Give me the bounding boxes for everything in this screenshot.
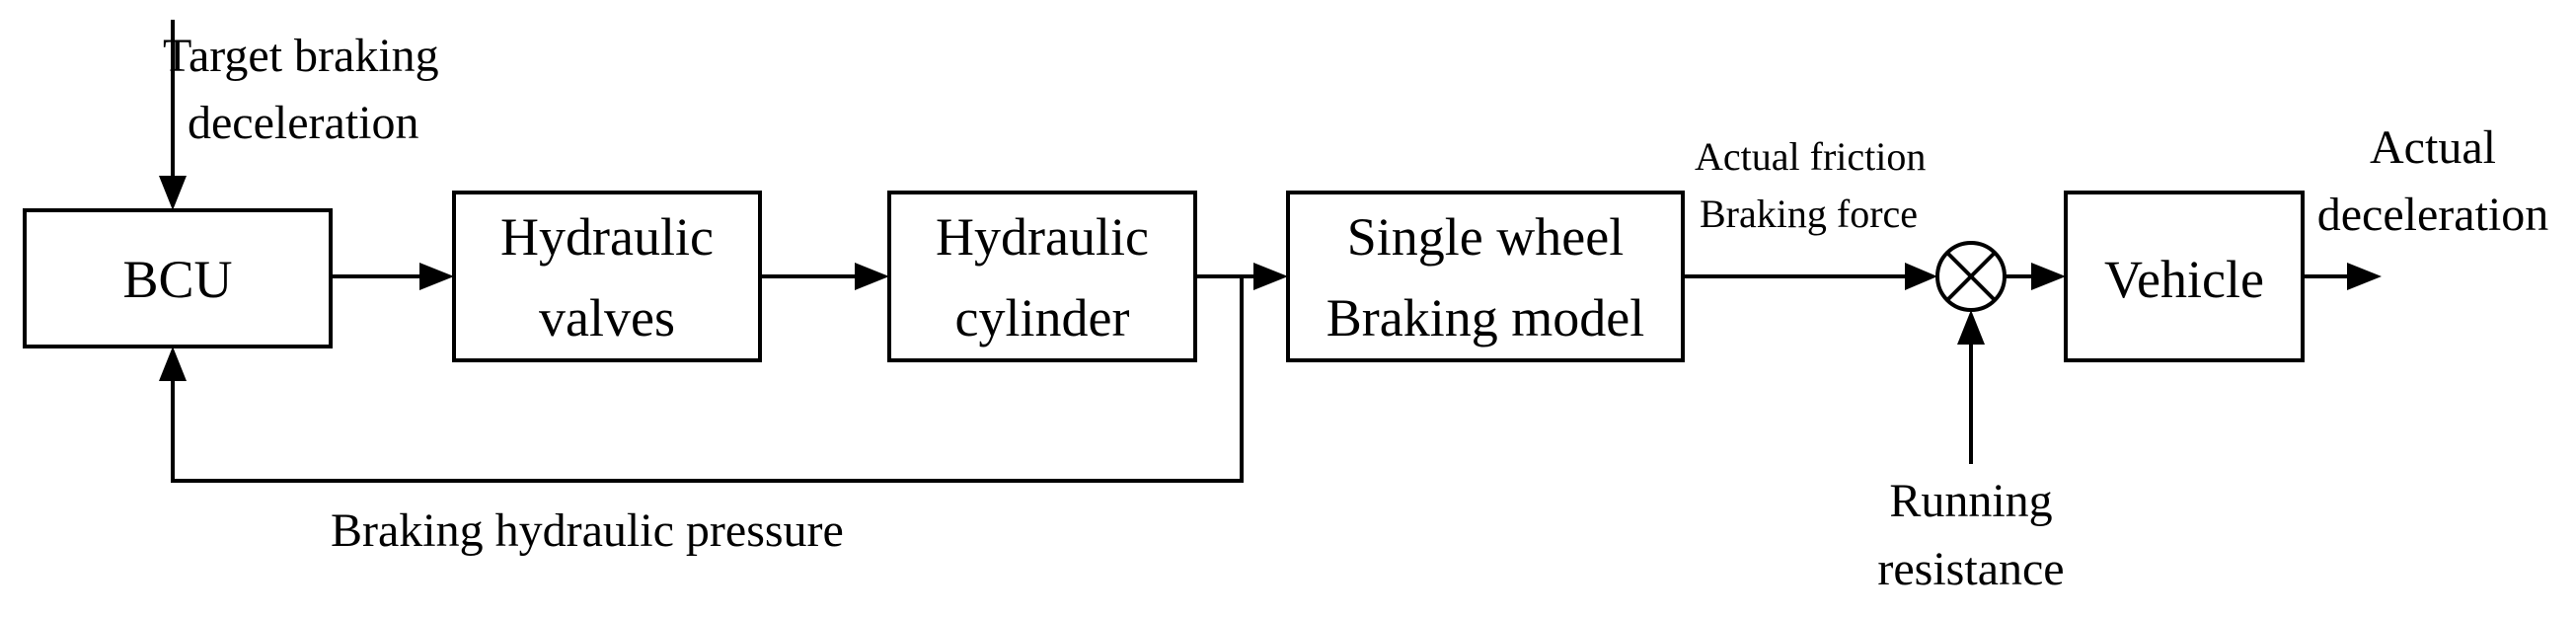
hydraulic-valves-label-line2: valves [539, 288, 675, 348]
cylinder-to-wheel-arrowhead [1253, 263, 1288, 290]
output-label-line2: deceleration [2317, 189, 2549, 241]
output-label-line1: Actual [2370, 121, 2496, 174]
wheel-braking-model-label-line1: Single wheel [1347, 207, 1624, 267]
resistance-input-label-line1: Running [1889, 475, 2052, 527]
pressure-feedback-arrowhead [159, 347, 187, 381]
pressure-feedback-label: Braking hydraulic pressure [331, 504, 844, 557]
hydraulic-valves-label-line1: Hydraulic [500, 207, 714, 267]
target-input-arrowhead [159, 176, 187, 210]
hydraulic-cylinder-label-line2: cylinder [955, 288, 1130, 348]
hydraulic-valves-block [452, 191, 762, 362]
friction-force-label-line2: Braking force [1700, 192, 1918, 236]
target-input-label-line1: Target braking [163, 30, 439, 82]
vehicle-block [2064, 191, 2305, 362]
hydraulic-cylinder-block [887, 191, 1197, 362]
hydraulic-cylinder-label-line1: Hydraulic [936, 207, 1149, 267]
friction-force-arrowhead [1905, 263, 1937, 290]
friction-force-label-line1: Actual friction [1695, 134, 1926, 179]
summing-junction-cross-b [1945, 251, 1997, 302]
valves-to-cylinder-arrowhead [855, 263, 889, 290]
resistance-input-arrowhead [1957, 310, 1985, 345]
wheel-braking-model-label-line2: Braking model [1326, 288, 1644, 348]
pressure-feedback-line [171, 276, 1244, 483]
output-arrowhead [2347, 263, 2382, 290]
junction-to-vehicle-arrowhead [2031, 263, 2066, 290]
bcu-label: BCU [122, 250, 232, 309]
vehicle-label: Vehicle [2104, 250, 2264, 309]
target-input-label-line2: deceleration [188, 97, 419, 149]
bcu-to-valves-arrowhead [419, 263, 454, 290]
resistance-input-label-line2: resistance [1877, 543, 2064, 595]
